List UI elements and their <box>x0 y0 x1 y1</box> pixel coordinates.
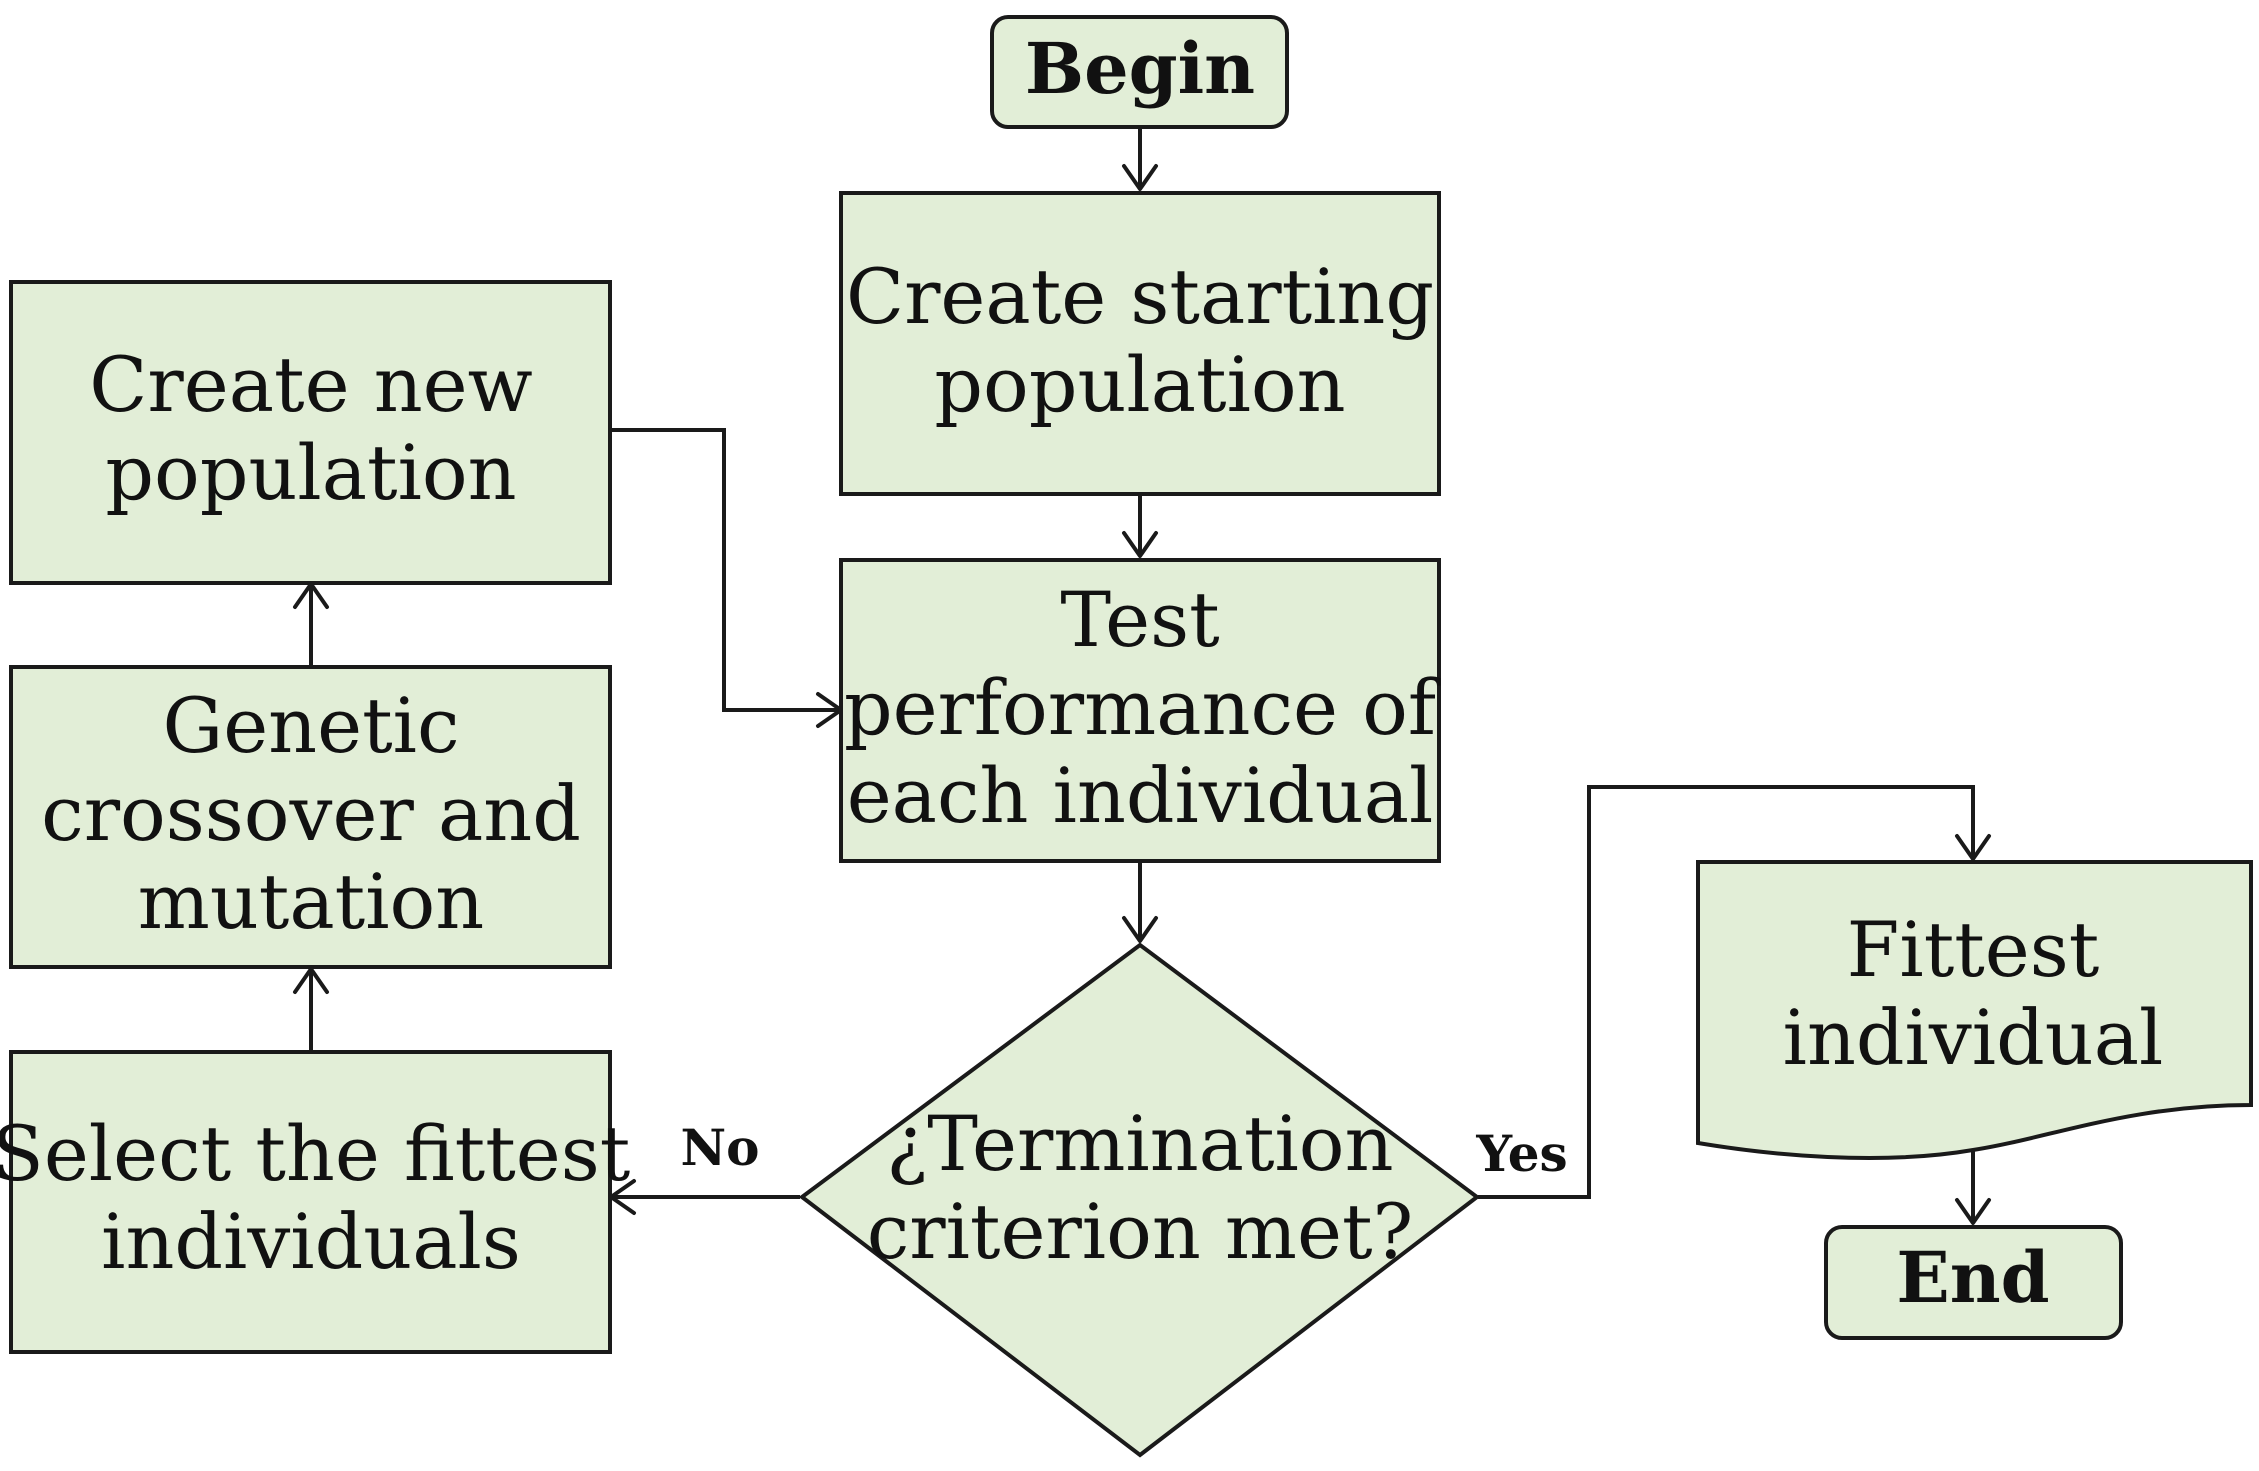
create-new-line2: population <box>105 428 516 517</box>
test-performance-node: Test performance of each individual <box>839 558 1441 863</box>
genetic-line3: mutation <box>138 857 484 946</box>
select-fittest-node: Select the fittest individuals <box>0 1050 630 1354</box>
fittest-individual-line1: Fittest <box>1847 905 2100 994</box>
create-starting-line2: population <box>934 340 1345 429</box>
edge-begin-to-create-starting <box>1122 128 1158 191</box>
test-performance-line1: Test <box>1060 575 1219 664</box>
test-performance-line3: each individual <box>847 751 1434 840</box>
edge-test-to-termination <box>1122 862 1158 943</box>
edge-create-starting-to-test <box>1122 495 1158 558</box>
no-edge-label: No <box>680 1118 759 1177</box>
test-performance-line2: performance of <box>844 663 1441 752</box>
edge-termination-yes-to-fittest <box>1478 785 1991 1199</box>
create-new-population-node: Create new population <box>9 280 612 585</box>
termination-line2: criterion met? <box>867 1187 1414 1276</box>
end-node: End <box>1824 1225 2123 1340</box>
begin-node: Begin <box>990 15 1289 129</box>
genetic-crossover-node: Genetic crossover and mutation <box>9 665 612 969</box>
fittest-individual-line2: individual <box>1783 993 2164 1082</box>
yes-edge-label: Yes <box>1475 1124 1567 1183</box>
create-starting-population-node: Create starting population <box>839 191 1441 496</box>
end-label: End <box>1896 1236 2049 1319</box>
fittest-individual-node: Fittest individual <box>1696 860 2253 1160</box>
genetic-line2: crossover and <box>41 769 581 858</box>
create-starting-line1: Create starting <box>846 252 1434 341</box>
edge-genetic-to-create-new <box>293 582 329 665</box>
select-fittest-line2: individuals <box>101 1197 521 1286</box>
edge-create-new-to-test <box>610 428 843 728</box>
create-new-line1: Create new <box>89 340 532 429</box>
select-fittest-line1: Select the fittest <box>0 1109 630 1198</box>
begin-label: Begin <box>1025 27 1255 110</box>
termination-decision-node: ¿Termination criterion met? <box>798 942 1481 1458</box>
edge-termination-no-to-select <box>609 1179 800 1215</box>
edge-fittest-to-end <box>1955 1143 1991 1225</box>
genetic-line1: Genetic <box>162 681 459 770</box>
termination-line1: ¿Termination <box>886 1099 1393 1188</box>
edge-select-to-genetic <box>293 967 329 1050</box>
